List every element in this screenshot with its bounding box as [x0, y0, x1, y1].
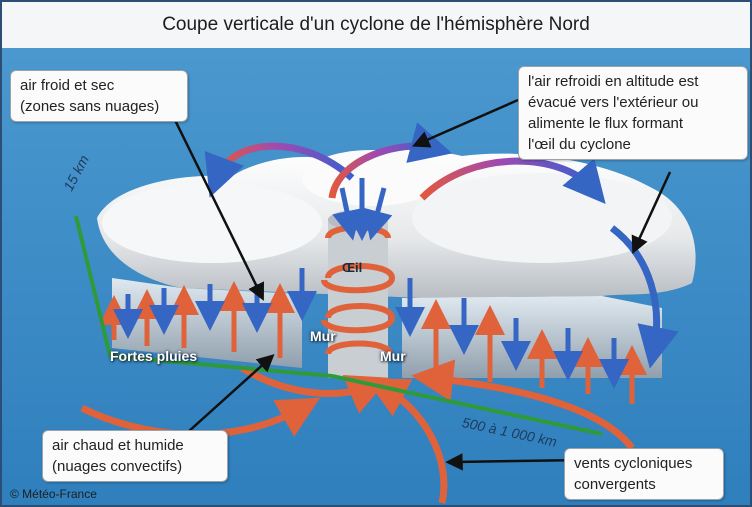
callout-winds-line1: vents cycloniques — [574, 455, 693, 472]
callout-winds-line2: convergents — [574, 476, 656, 493]
eye-label: Œil — [342, 260, 363, 275]
inflow-right-arrow — [411, 359, 635, 451]
convection-arrows — [99, 268, 647, 404]
leader-winds — [445, 453, 585, 471]
rain-label: Fortes pluies — [110, 348, 198, 364]
callout-winds: vents cycloniques convergents — [564, 448, 724, 500]
eye-descent-arrows — [332, 178, 393, 241]
callout-cooled-air-line1: l'air refroidi en altitude est — [528, 73, 699, 90]
callout-warm-air-line1: air chaud et humide — [52, 437, 184, 454]
outflow-left-arrow — [204, 142, 355, 198]
altitude-axis — [74, 215, 112, 357]
callout-cooled-air-line3: alimente le flux formant — [528, 115, 684, 132]
eye-column — [328, 210, 388, 378]
base-axis-diagonal — [331, 374, 603, 436]
scale-axes — [74, 215, 603, 436]
outflow-descent-arrow — [609, 225, 679, 369]
leader-cold-air — [172, 117, 264, 301]
callout-warm-air: air chaud et humide (nuages convectifs) — [42, 430, 228, 482]
inflow-front-left-arrow — [240, 364, 390, 414]
callout-warm-air-line2: (nuages convectifs) — [52, 458, 183, 475]
callout-cooled-air-line4: l'œil du cyclone — [528, 136, 631, 153]
callout-cooled-air: l'air refroidi en altitude est évacué ve… — [518, 66, 748, 160]
leader-warm-air — [187, 354, 275, 433]
leader-cooled-air-right — [631, 171, 672, 254]
callout-cold-air-line2: (zones sans nuages) — [20, 98, 160, 115]
credit: © Météo-France — [10, 487, 97, 501]
wall-right-label: Mur — [380, 348, 406, 364]
inflow-front-arrow — [365, 378, 448, 504]
leader-lines — [172, 98, 672, 471]
callout-cold-air-line1: air froid et sec — [20, 77, 115, 94]
callout-cooled-air-line2: évacué vers l'extérieur ou — [528, 94, 699, 111]
sinking-cold-arrows — [113, 268, 629, 389]
leader-cooled-air — [411, 98, 519, 148]
wall-left-label: Mur — [310, 328, 336, 344]
title-bar: Coupe verticale d'un cyclone de l'hémisp… — [2, 2, 750, 50]
callout-cold-air: air froid et sec (zones sans nuages) — [10, 70, 188, 122]
base-axis-left — [109, 354, 333, 378]
diagram-title: Coupe verticale d'un cyclone de l'hémisp… — [162, 14, 590, 35]
outflow-right-arrow — [419, 157, 606, 204]
